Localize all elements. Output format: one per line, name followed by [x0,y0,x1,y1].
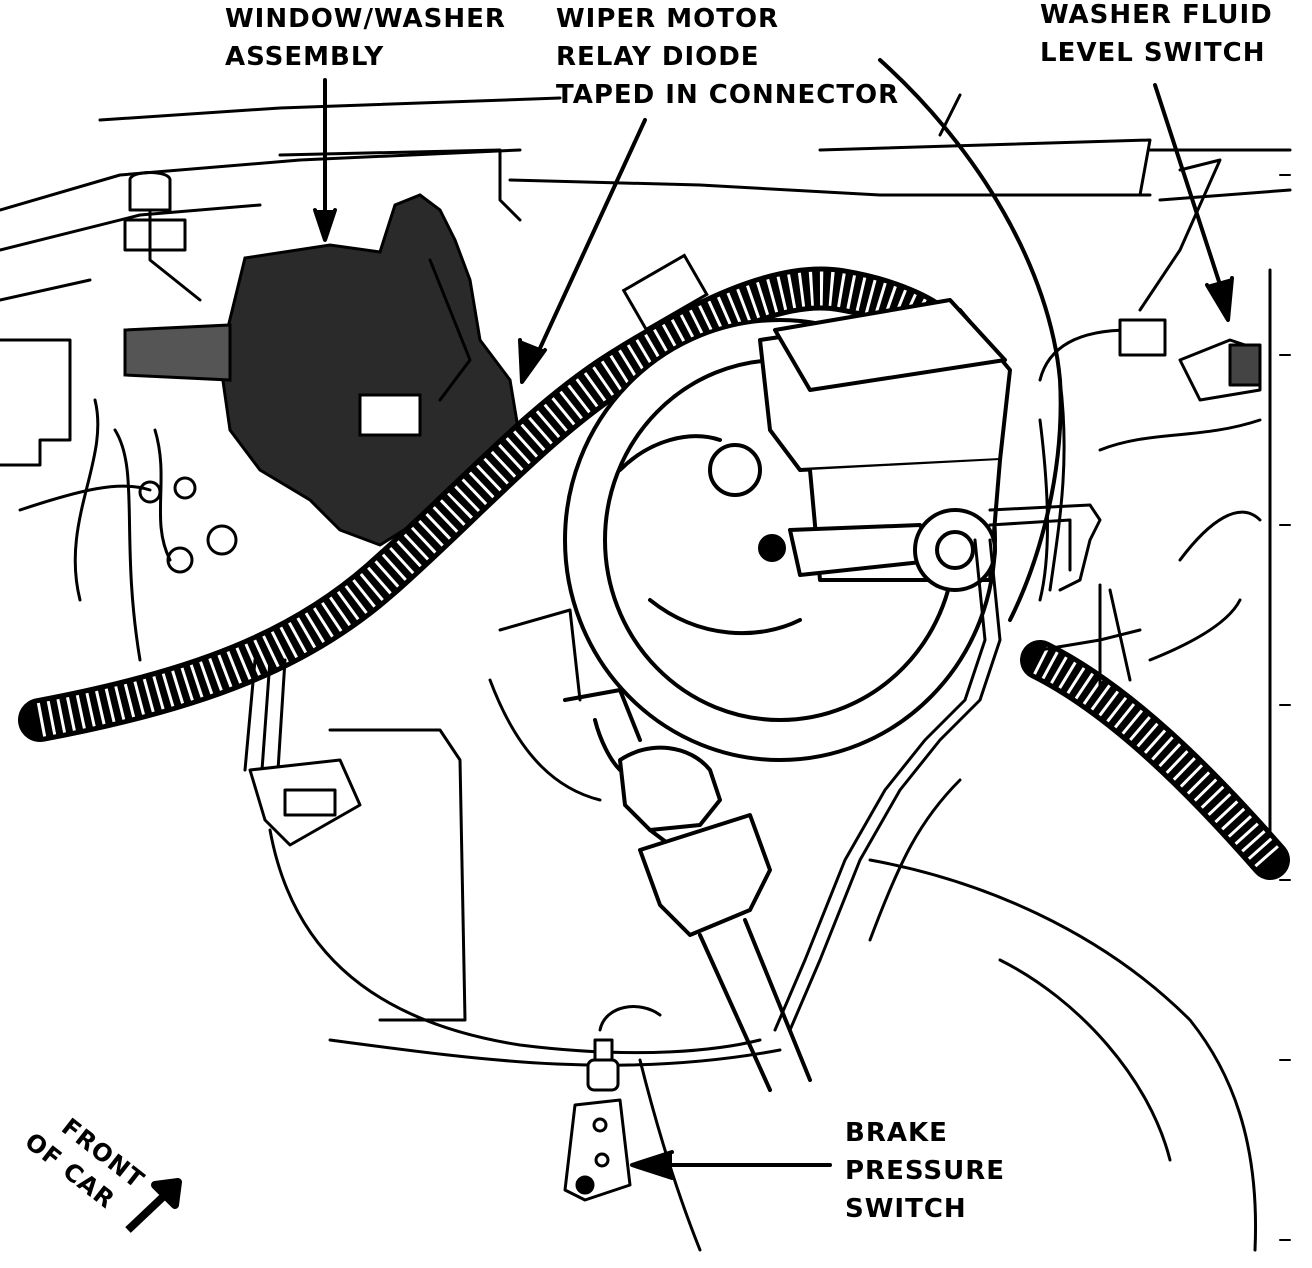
washer-fluid-line1: WASHER FLUID [1040,0,1273,30]
pointer-arrows [313,78,1234,1180]
window-washer-label: WINDOW/WASHER ASSEMBLY [225,0,506,76]
harness-connector [243,658,362,847]
wiper-relay-line1: WIPER MOTOR [556,4,780,34]
brake-pressure-switch [563,1005,662,1202]
master-cylinder [758,298,1012,592]
front-of-car-arrow [125,1178,182,1233]
window-washer-line1: WINDOW/WASHER [225,4,506,34]
washer-fluid-label: WASHER FLUID LEVEL SWITCH [1040,0,1273,72]
wiper-relay-label: WIPER MOTOR RELAY DIODE TAPED IN CONNECT… [556,0,899,114]
wiper-relay-line3: TAPED IN CONNECTOR [556,80,900,110]
washer-fluid-arrow [1153,83,1227,302]
steering-shaft [563,688,812,1092]
throttle-cable [878,58,1063,622]
brake-switch-label: BRAKE PRESSURE SWITCH [845,1114,1005,1228]
edge-ticks [1279,174,1291,1241]
window-washer-assembly [123,193,522,547]
wiper-relay-line2: RELAY DIODE [556,42,760,72]
washer-fluid-line2: LEVEL SWITCH [1040,38,1266,68]
window-washer-line2: ASSEMBLY [225,42,385,72]
brake-lines [773,503,1142,1032]
brake-switch-line2: PRESSURE [845,1156,1006,1186]
brake-switch-line1: BRAKE [845,1118,948,1148]
cowl-outline [0,93,1292,862]
ground-wires [18,398,238,662]
front-of-car-label: FRONT OF CAR [20,1113,150,1215]
wiring-harness [18,253,1290,880]
brake-switch-line3: SWITCH [845,1194,967,1224]
wiper-relay-arrow [528,118,647,372]
washer-fluid-switch [1038,158,1262,662]
firewall-bracket [0,171,202,467]
inner-fender [268,608,1258,1252]
